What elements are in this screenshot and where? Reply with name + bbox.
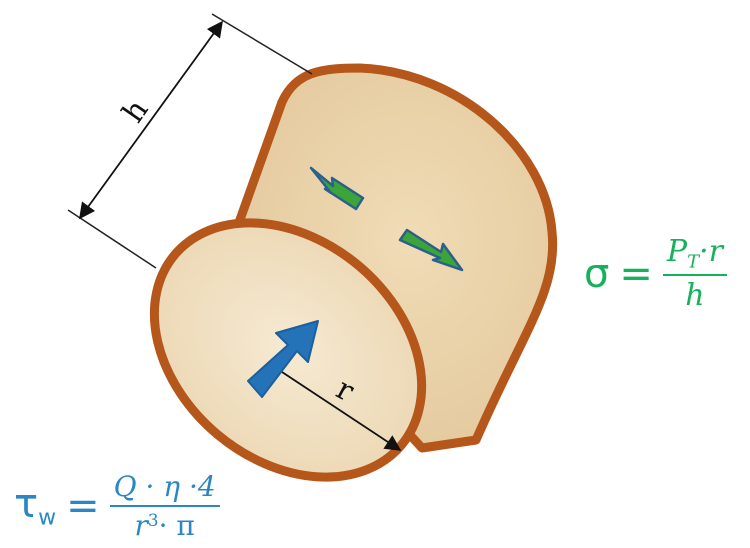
tension-arrow-lower-right	[398, 228, 464, 272]
fraction-numerator: PT·r	[663, 234, 727, 274]
hoop-stress-formula: σ = PT·r h	[584, 234, 727, 313]
fraction-denominator: h	[685, 278, 705, 314]
radius-dimension-arrow	[281, 371, 402, 451]
sigma-symbol: σ	[584, 250, 610, 297]
pressure-symbol: P	[666, 234, 688, 269]
hoop-stress-fraction: PT·r h	[662, 234, 727, 314]
numerator-tail: ·r	[699, 234, 723, 269]
denominator-tail: · π	[158, 509, 195, 542]
fraction-bar	[109, 505, 220, 507]
fraction-denominator: r3· π	[134, 507, 194, 542]
height-extension-line-top	[211, 13, 313, 75]
shear-stress-fraction: Q · η ·4 r3· π	[109, 470, 220, 542]
radius-exponent: 3	[147, 509, 159, 530]
cylinder-body	[227, 63, 558, 453]
wall-shear-stress-formula: τw = Q · η ·4 r3· π	[14, 470, 220, 542]
pressure-subscript: T	[687, 251, 700, 273]
tau-symbol: τw	[14, 481, 57, 531]
fraction-bar	[662, 274, 727, 277]
fraction-numerator: Q · η ·4	[113, 470, 216, 503]
height-extension-line-bottom	[67, 209, 157, 269]
tau-subscript: w	[38, 505, 57, 531]
tension-arrow-upper-left	[309, 166, 365, 211]
radius-symbol: r	[134, 509, 148, 542]
height-dimension-arrow	[79, 20, 223, 220]
flow-arrow	[247, 320, 319, 398]
height-label: h	[116, 93, 156, 129]
equals-sign: =	[619, 250, 653, 297]
equals-sign: =	[66, 483, 100, 529]
